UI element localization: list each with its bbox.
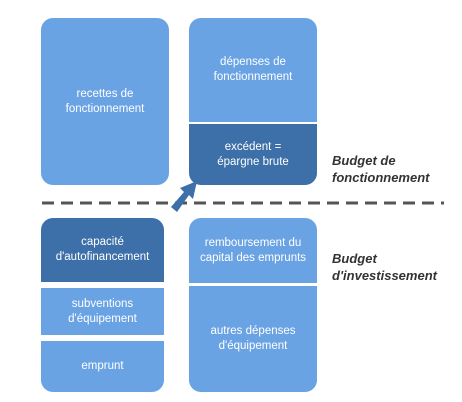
capacite-autofinancement-text: capacité d'autofinancement xyxy=(55,236,150,263)
emprunt-box: emprunt xyxy=(41,341,164,392)
budget-fonctionnement-label: Budget de fonctionnement xyxy=(332,153,430,185)
subventions-equipement-box: subventions d'équipement xyxy=(41,288,164,335)
remboursement-capital-text: remboursement du capital des emprunts xyxy=(199,236,307,264)
capacite-autofinancement-box: capacité d'autofinancement xyxy=(41,218,164,282)
autres-depenses-equipement-box: autres dépenses d'équipement xyxy=(189,286,317,392)
epargne-brute-text: excédent = épargne brute xyxy=(217,140,289,168)
recettes-fonctionnement-text: recettes de fonctionnement xyxy=(65,87,145,115)
autres-depenses-equipement-text: autres dépenses d'équipement xyxy=(210,325,296,352)
subventions-equipement-text: subventions d'équipement xyxy=(68,297,137,325)
depenses-fonctionnement-text: dépenses de fonctionnement xyxy=(213,56,293,83)
budget-investissement-label: Budget d'investissement xyxy=(332,251,437,283)
remboursement-capital-box: remboursement du capital des emprunts xyxy=(189,218,317,283)
depenses-fonctionnement-box: dépenses de fonctionnement xyxy=(189,18,317,122)
recettes-fonctionnement-box: recettes de fonctionnement xyxy=(41,18,169,185)
transfer-arrow xyxy=(171,181,197,212)
emprunt-text: emprunt xyxy=(81,360,124,372)
epargne-brute-box: excédent = épargne brute xyxy=(189,124,317,185)
